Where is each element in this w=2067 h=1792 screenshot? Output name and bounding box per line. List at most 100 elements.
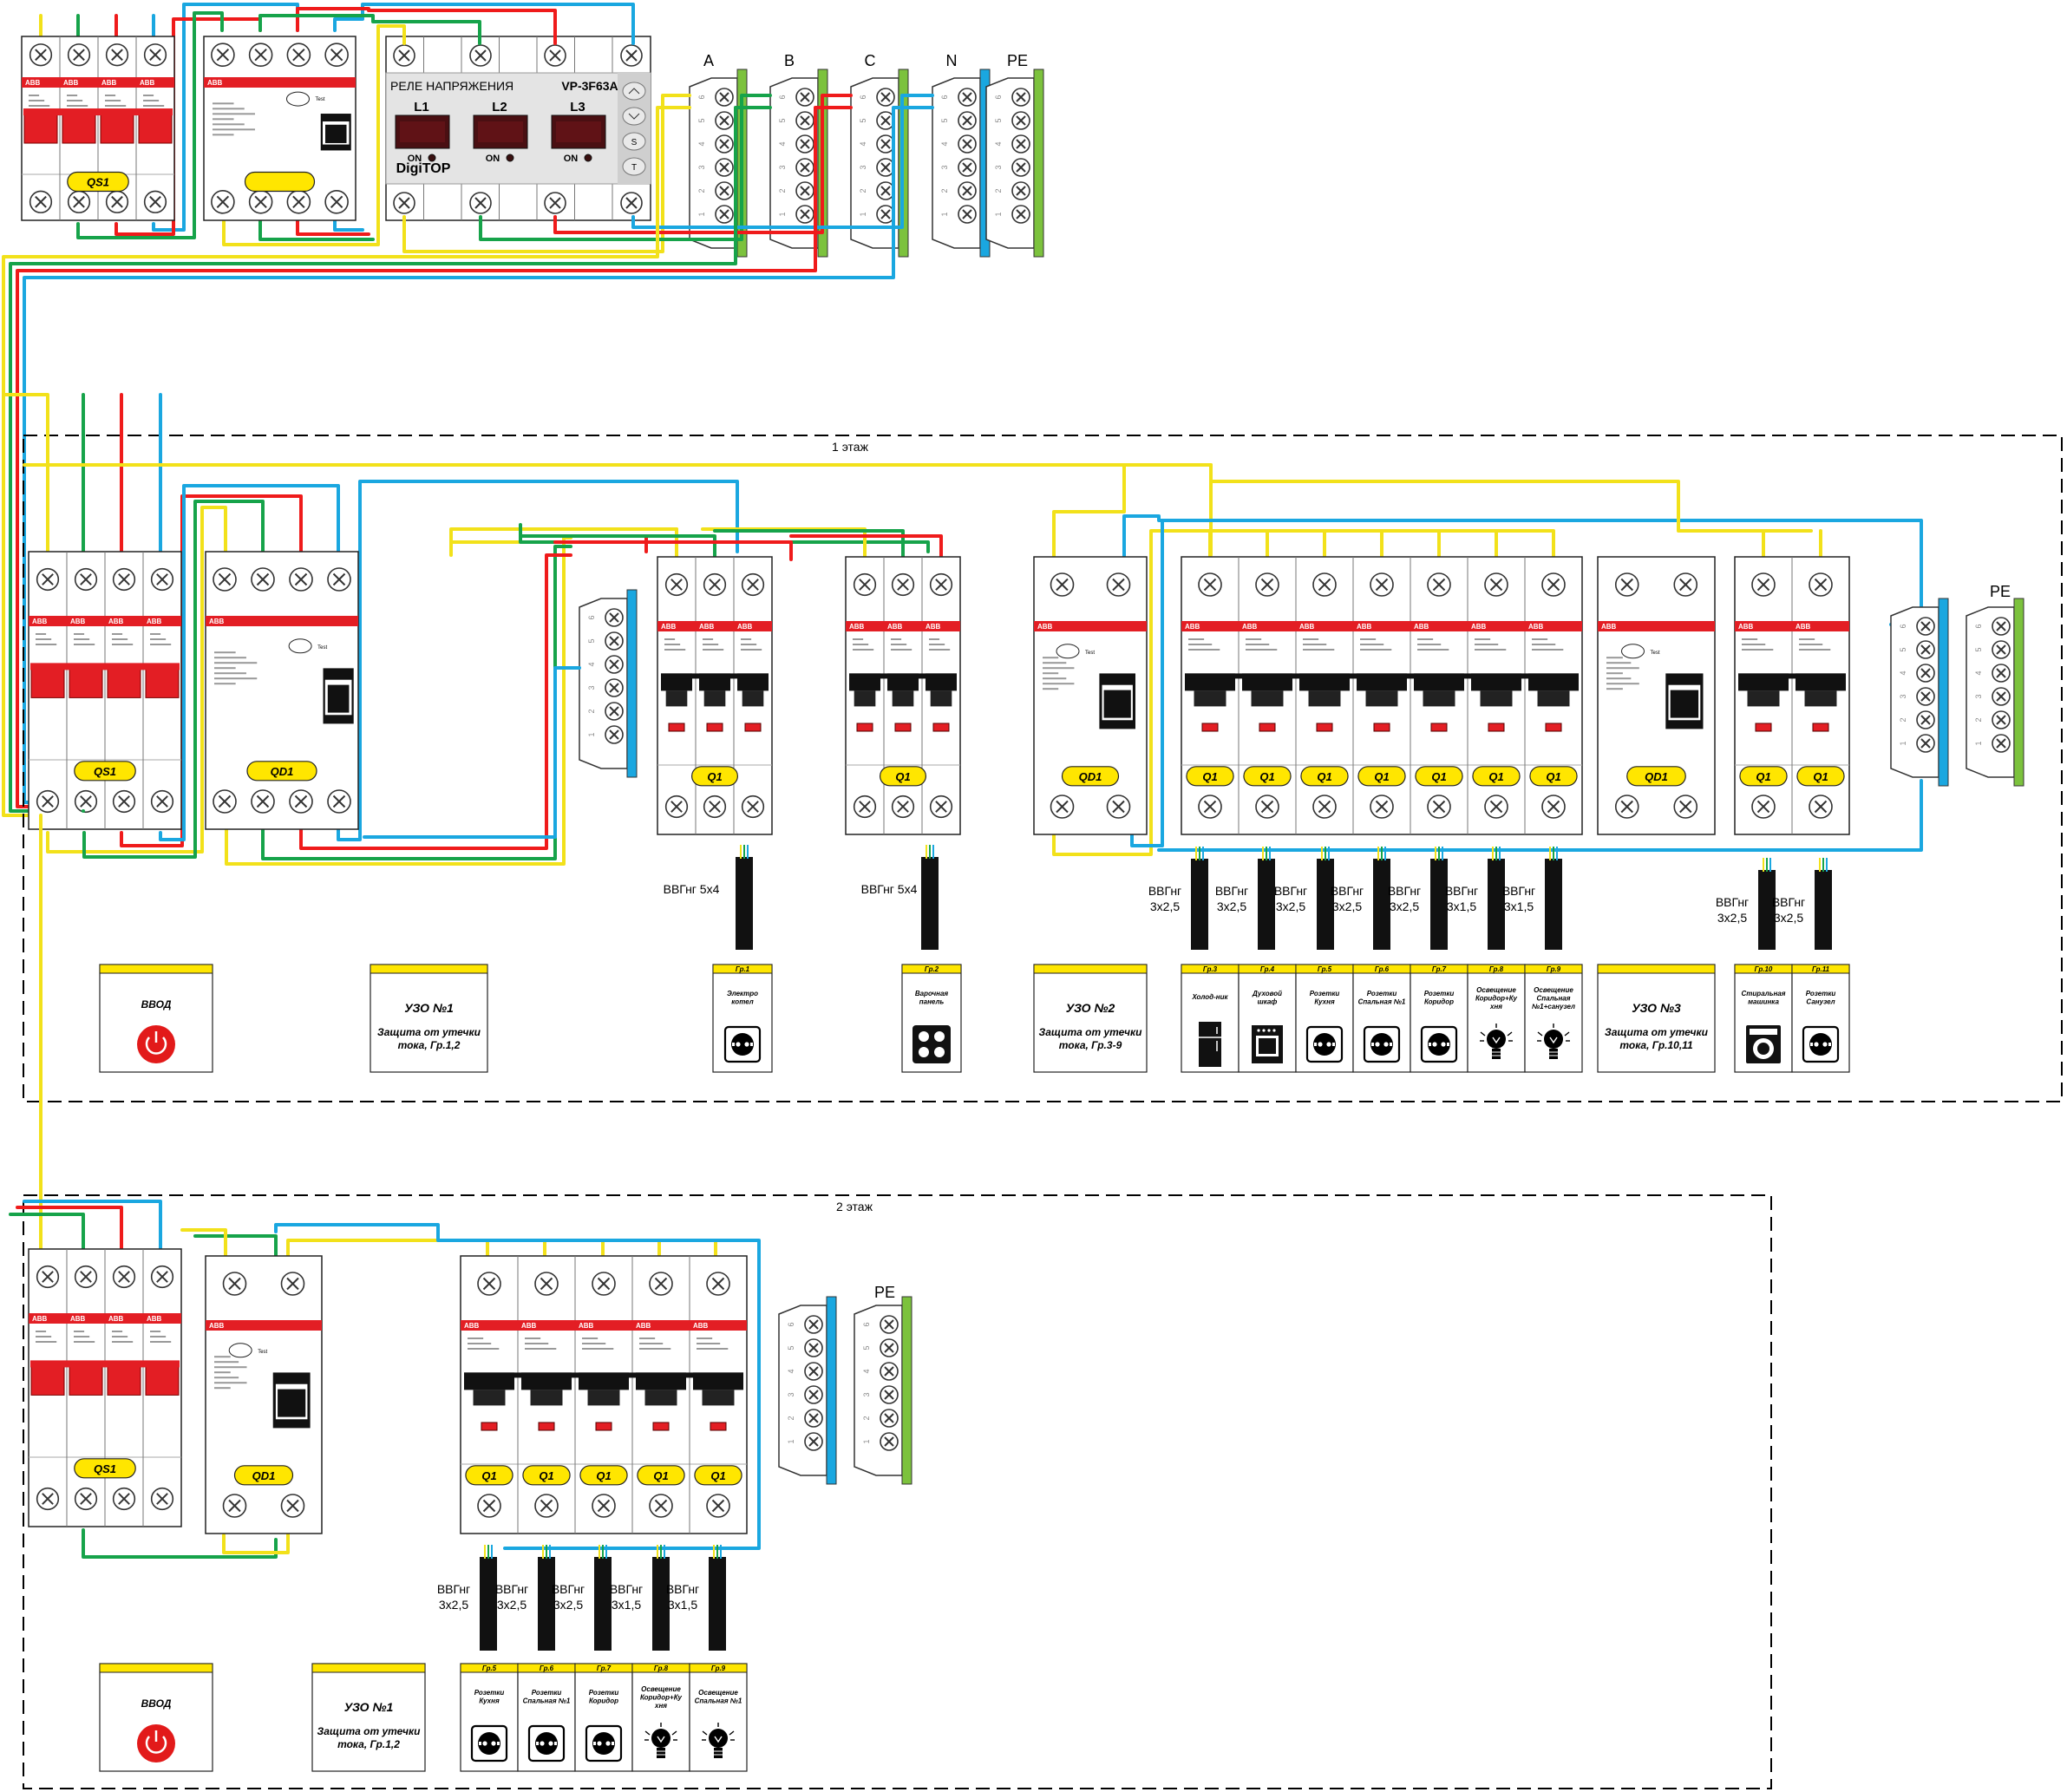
- power-ring: [145, 1736, 167, 1754]
- bus-terminal-number: 3: [697, 165, 706, 169]
- badge-shape: [694, 1465, 742, 1486]
- spec-text-line: [697, 1343, 721, 1344]
- device-label-badge: Q1: [690, 766, 738, 787]
- relay-key-button[interactable]: [622, 157, 646, 176]
- screw-terminal-icon: [605, 678, 624, 697]
- wire-R: [299, 553, 572, 850]
- card-header: [901, 964, 962, 974]
- screw-slot: [118, 1493, 130, 1505]
- spec-text-line: [1799, 644, 1823, 645]
- screw-terminal-icon: [248, 43, 273, 68]
- screw-slot: [156, 573, 168, 585]
- screw-slot: [1016, 162, 1026, 173]
- spec-text-line: [29, 95, 40, 96]
- spec-text-line: [214, 1366, 247, 1369]
- screw-slot: [709, 801, 721, 813]
- spec-text-line: [214, 667, 236, 670]
- relay-key-button[interactable]: [622, 82, 646, 101]
- spec-text-line: [1606, 672, 1623, 675]
- screw-slot: [42, 1271, 54, 1283]
- screw-slot: [800, 92, 810, 102]
- screw-slot: [228, 1277, 241, 1291]
- bus-terminal-number: 1: [859, 212, 867, 216]
- spec-text-line: [1360, 638, 1377, 640]
- socket-ground: [1828, 1043, 1831, 1046]
- lamp-icon: [702, 1723, 735, 1758]
- screw-terminal-icon: [880, 1362, 899, 1381]
- badge-text: QD1: [252, 1469, 276, 1482]
- bus-terminal-number: 1: [778, 212, 787, 216]
- screw-terminal-icon: [958, 111, 977, 130]
- wire-B: [274, 1223, 761, 1550]
- bus-terminal-number: 3: [587, 685, 596, 690]
- bus-terminal-number: 2: [697, 188, 706, 193]
- spec-text-line: [150, 638, 167, 640]
- screw-slot: [42, 1493, 54, 1505]
- screw-slot: [218, 795, 232, 808]
- screw-terminal-icon: [74, 1487, 98, 1511]
- wire-B: [333, 3, 635, 45]
- screw-slot: [962, 139, 972, 149]
- spec-text-line: [1532, 649, 1564, 651]
- spec-text-line: [1303, 649, 1335, 651]
- cable-sheath: [1258, 859, 1275, 950]
- screw-slot: [1996, 738, 2006, 749]
- screw-slot: [1920, 668, 1931, 678]
- screw-slot: [609, 729, 619, 740]
- spec-text-line: [1188, 649, 1220, 651]
- card-title: ВВОД: [141, 998, 172, 1010]
- screw-terminal-icon: [327, 789, 351, 814]
- socket-icon: [585, 1724, 623, 1763]
- status-window: [932, 723, 950, 732]
- oven-window: [1259, 1038, 1276, 1054]
- spec-text-line: [1188, 638, 1205, 640]
- badge-text: Q1: [1259, 770, 1274, 783]
- bus-terminal-number: 2: [859, 188, 867, 193]
- wire-G: [713, 529, 905, 561]
- fridge-body: [1199, 1022, 1221, 1067]
- spec-text-line: [143, 105, 165, 107]
- socket-hole: [1383, 1042, 1389, 1047]
- spec-text-line: [741, 644, 757, 645]
- abb-logo: ABB: [108, 1315, 124, 1323]
- socket-hole: [1441, 1042, 1446, 1047]
- bus-terminal-number: 4: [940, 141, 949, 146]
- screw-terminal-icon: [327, 567, 351, 592]
- card-title: УЗО №1: [344, 1700, 394, 1714]
- bus-terminal-number: 1: [940, 212, 949, 216]
- screw-terminal-icon: [150, 1265, 174, 1289]
- badge-text: Q1: [596, 1469, 611, 1482]
- screw-slot: [880, 139, 891, 149]
- screw-terminal-icon: [289, 789, 313, 814]
- screw-slot: [1056, 800, 1069, 814]
- status-window: [710, 1422, 727, 1431]
- screw-slot: [962, 186, 972, 196]
- relay-key-button[interactable]: [622, 132, 646, 151]
- relay-brand: DigiTOP: [396, 161, 451, 176]
- screw-slot: [474, 49, 487, 62]
- spec-text-line: [1606, 683, 1639, 685]
- bus-terminal-number: 4: [1899, 670, 1907, 675]
- bus-terminal-number: 2: [778, 188, 787, 193]
- display-glow: [556, 121, 601, 142]
- screw-terminal-icon: [112, 567, 136, 592]
- relay-key-button[interactable]: [622, 107, 646, 126]
- screw-terminal-icon: [804, 1338, 823, 1357]
- screw-slot: [1920, 644, 1931, 655]
- socket-ground: [479, 1742, 481, 1745]
- spec-text-line: [150, 1331, 161, 1332]
- spec-text-line: [213, 102, 234, 105]
- test-button: [288, 638, 312, 654]
- screw-terminal-icon: [1916, 734, 1935, 753]
